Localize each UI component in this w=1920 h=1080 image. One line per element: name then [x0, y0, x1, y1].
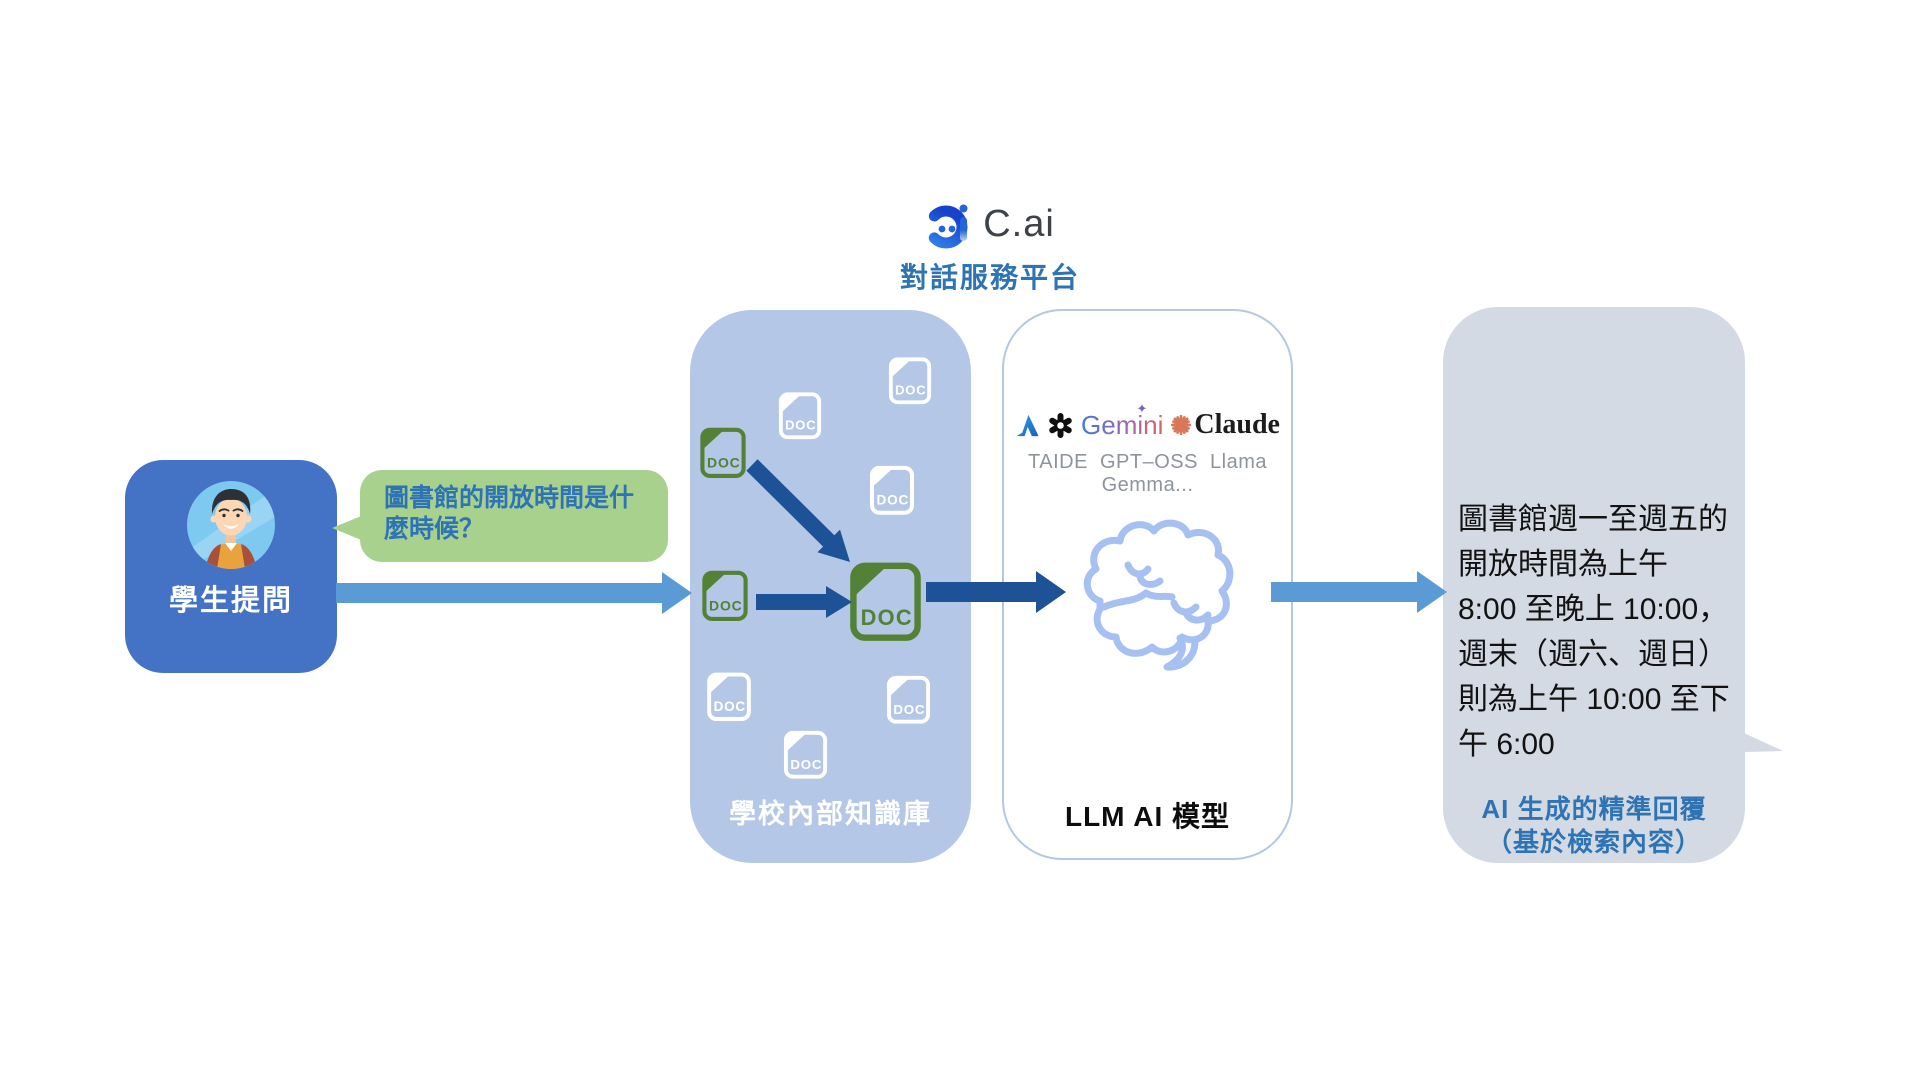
claude-logo-text: Claude	[1194, 409, 1280, 440]
doc-icon	[868, 462, 916, 517]
doc-icon	[777, 388, 823, 442]
llm-panel: Gemini ✦ Claude	[1002, 309, 1293, 860]
answer-bubble-tail	[1744, 733, 1783, 752]
student-box: 學生提問	[125, 460, 337, 673]
gemini-logo-text: Gemini	[1081, 409, 1164, 440]
arrow-llm-to-answer	[1271, 571, 1447, 613]
platform-logo-text: C.ai	[983, 202, 1055, 245]
platform-header: C.ai 對話服務平台	[840, 198, 1140, 296]
platform-logo: C.ai	[925, 198, 1055, 250]
c-ai-logo-icon	[925, 204, 968, 249]
openai-logo-icon	[1049, 412, 1072, 438]
claude-logo: Claude	[1170, 409, 1280, 441]
llm-provider-names: TAIDE GPT–OSS Llama Gemma...	[1028, 451, 1267, 496]
answer-caption: AI 生成的精準回覆 （基於檢索內容）	[1443, 793, 1745, 859]
gemini-sparkle-icon: ✦	[1136, 400, 1148, 416]
doc-icon	[705, 669, 753, 723]
doc-icon	[885, 672, 932, 726]
platform-subtitle: 對話服務平台	[899, 262, 1080, 293]
doc-icon	[700, 567, 750, 623]
answer-panel: 圖書館週一至週五的開放時間為上午 8:00 至晚上 10:00，週末（週六、週日…	[1443, 307, 1745, 863]
brain-icon	[1083, 519, 1234, 671]
llm-provider-logos: Gemini ✦ Claude	[1004, 401, 1291, 441]
claude-starburst-icon	[1171, 414, 1192, 436]
student-avatar-icon	[187, 481, 275, 569]
question-bubble-text: 圖書館的開放時間是什麼時候？	[384, 484, 635, 543]
doc-icon-selected	[847, 555, 924, 646]
knowledge-base-label: 學校內部知識庫	[729, 799, 932, 829]
question-bubble: 圖書館的開放時間是什麼時候？	[360, 470, 668, 562]
gemini-logo: Gemini ✦	[1081, 401, 1164, 441]
answer-caption-line2: （基於檢索內容）	[1485, 827, 1702, 857]
llm-label: LLM AI 模型	[1064, 801, 1231, 832]
arrow-student-to-kb	[336, 572, 692, 614]
answer-text: 圖書館週一至週五的開放時間為上午 8:00 至晚上 10:00，週末（週六、週日…	[1458, 503, 1730, 761]
azure-logo-icon	[1016, 414, 1039, 436]
doc-icon	[782, 727, 829, 781]
knowledge-base-panel: 學校內部知識庫	[690, 310, 971, 863]
student-label: 學生提問	[168, 585, 293, 617]
doc-icon	[887, 353, 933, 407]
answer-caption-line1: AI 生成的精準回覆	[1481, 794, 1707, 824]
doc-icon	[698, 424, 748, 480]
